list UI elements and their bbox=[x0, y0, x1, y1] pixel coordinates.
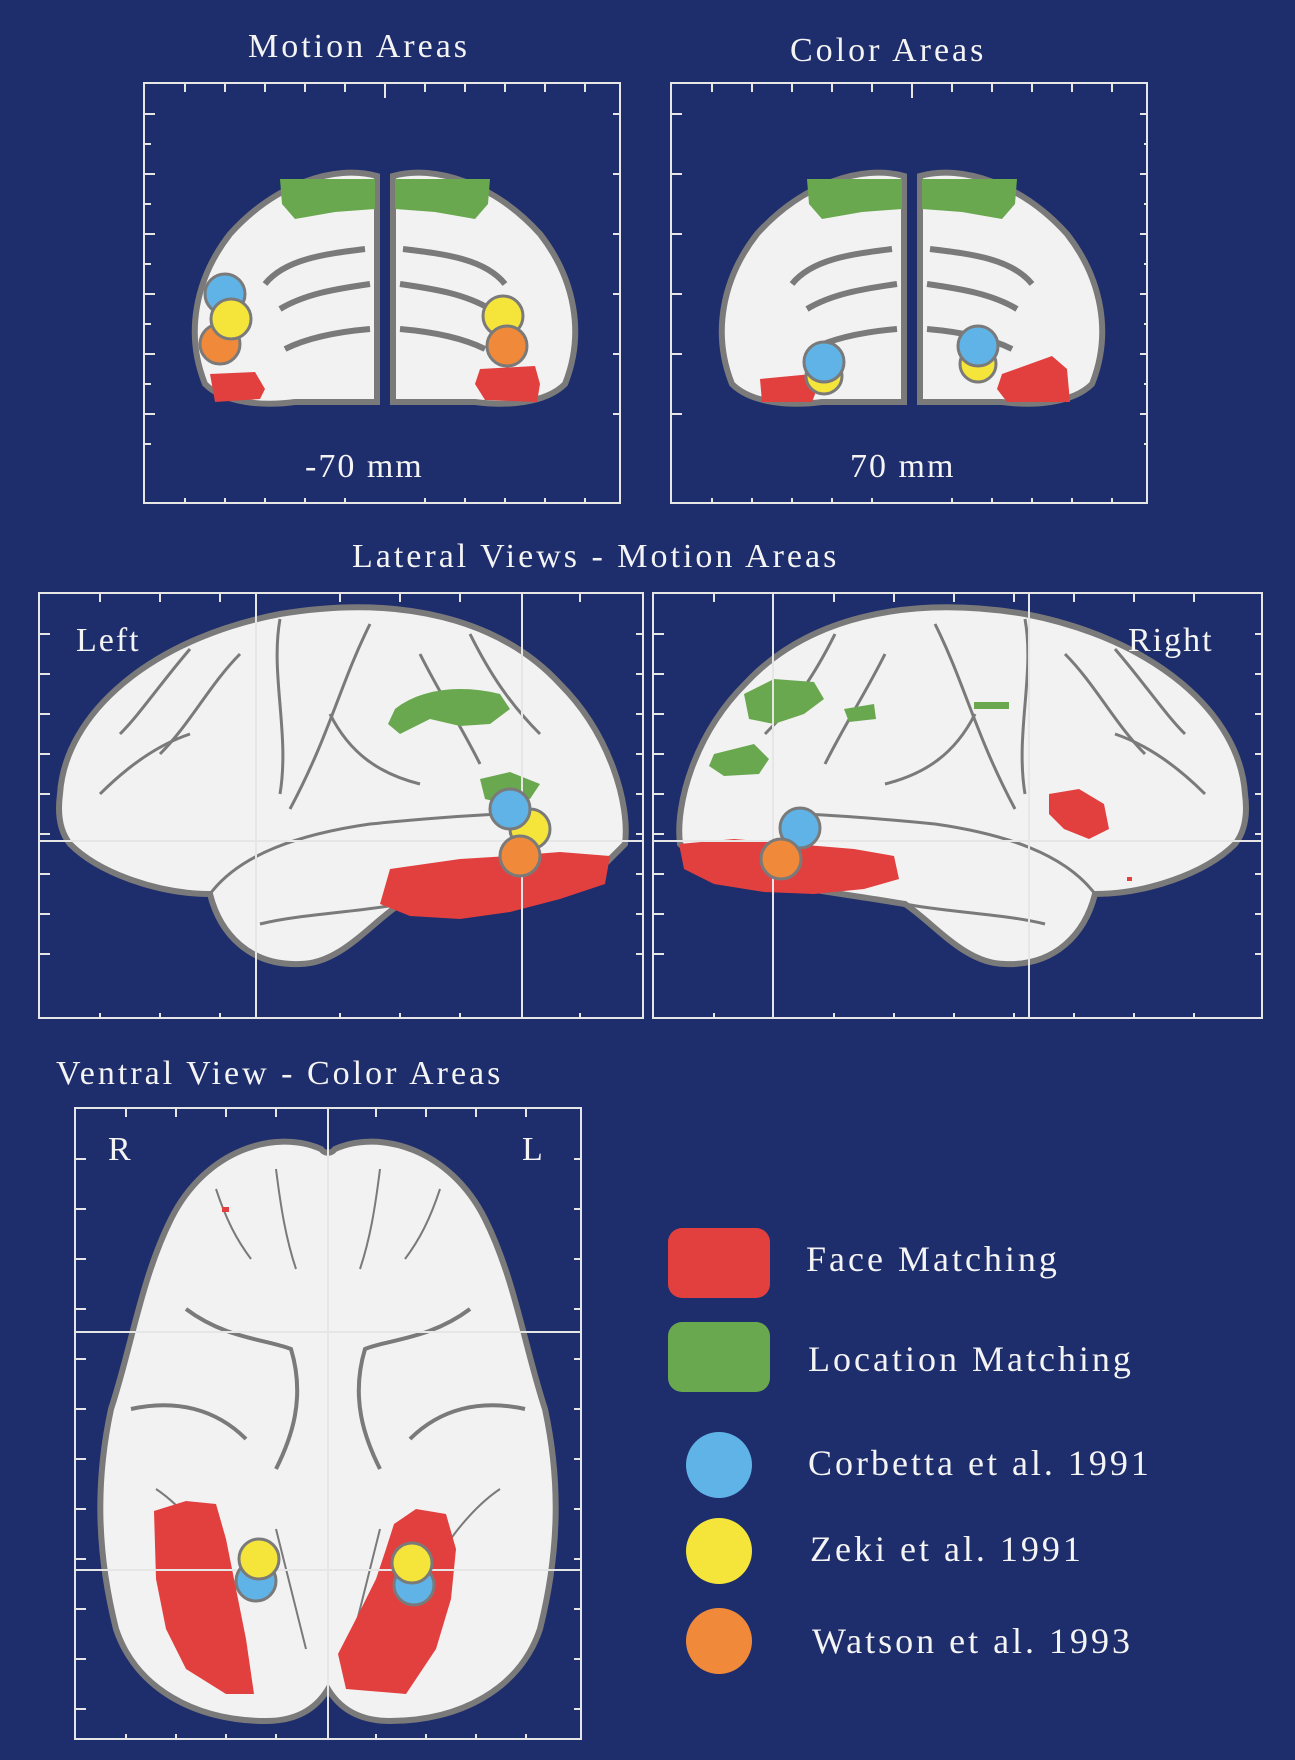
lateral-views-title: Lateral Views - Motion Areas bbox=[352, 538, 839, 576]
ventral-r-label: R bbox=[108, 1131, 133, 1169]
ventral-l-label: L bbox=[522, 1131, 545, 1169]
zeki-marker-ventral-left bbox=[392, 1543, 432, 1583]
watson-marker-lateral-right bbox=[761, 839, 801, 879]
lateral-right-panel: Right bbox=[652, 592, 1263, 1019]
color-areas-title: Color Areas bbox=[790, 32, 986, 70]
zeki-marker-ventral-right bbox=[239, 1539, 279, 1579]
legend-label-corbetta: Corbetta et al. 1991 bbox=[808, 1442, 1152, 1484]
corbetta-marker-color-right bbox=[958, 326, 998, 366]
legend-swatch-face bbox=[668, 1228, 770, 1298]
legend-swatch-location bbox=[668, 1322, 770, 1392]
lateral-right-label: Right bbox=[1128, 622, 1214, 660]
legend-label-face: Face Matching bbox=[806, 1238, 1060, 1280]
lateral-left-label: Left bbox=[76, 622, 141, 660]
legend-circle-zeki bbox=[686, 1518, 752, 1584]
corbetta-marker-lateral-left bbox=[490, 789, 530, 829]
corbetta-marker-color-left bbox=[804, 342, 844, 382]
ventral-view-title: Ventral View - Color Areas bbox=[56, 1055, 503, 1093]
legend-circle-corbetta bbox=[686, 1432, 752, 1498]
legend-circle-watson bbox=[686, 1608, 752, 1674]
legend-label-zeki: Zeki et al. 1991 bbox=[810, 1528, 1084, 1570]
coronal-motion-panel: -70 mm bbox=[143, 82, 621, 504]
lateral-left-panel: Left bbox=[38, 592, 644, 1019]
zeki-marker-left bbox=[211, 299, 251, 339]
motion-areas-title: Motion Areas bbox=[248, 28, 470, 66]
coronal-color-panel: 70 mm bbox=[670, 82, 1148, 504]
coronal-color-caption: 70 mm bbox=[850, 448, 955, 486]
legend-label-watson: Watson et al. 1993 bbox=[812, 1620, 1133, 1662]
legend-label-location: Location Matching bbox=[808, 1338, 1134, 1380]
coronal-motion-caption: -70 mm bbox=[305, 448, 424, 486]
watson-marker-right bbox=[487, 326, 527, 366]
watson-marker-lateral-left bbox=[500, 836, 540, 876]
ventral-panel: R L bbox=[74, 1107, 582, 1740]
